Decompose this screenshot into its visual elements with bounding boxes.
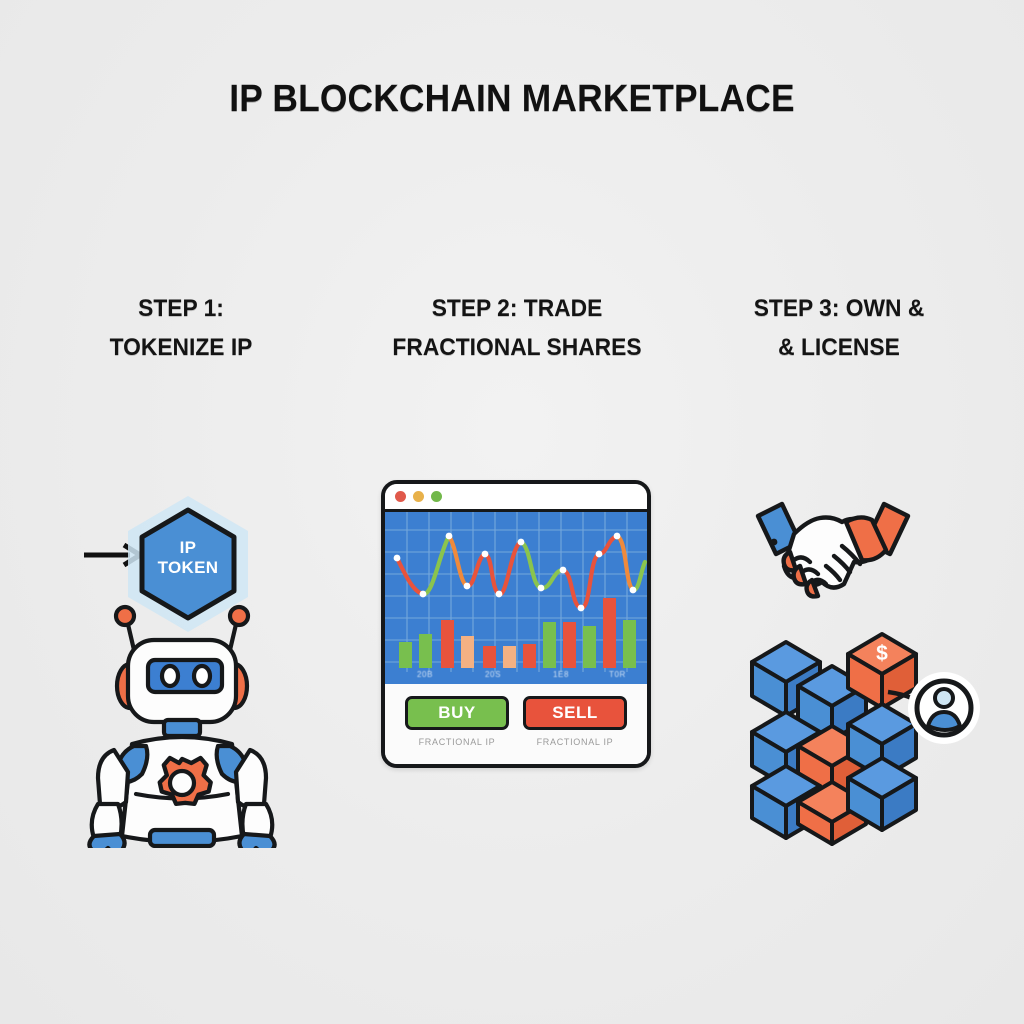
trading-window: 20B 20S 1E8 T0R BUY FRACTIONAL IP SELL F… xyxy=(381,479,651,768)
chart-x-tick-2: 20S xyxy=(485,669,502,679)
buy-action: BUY FRACTIONAL IP xyxy=(405,695,509,764)
step-2-heading: STEP 2: TRADE FRACTIONAL SHARES xyxy=(379,290,655,368)
volume-bars xyxy=(399,597,636,668)
step-2-heading-line-2: FRACTIONAL SHARES xyxy=(392,333,642,361)
step-1-heading-line-1: STEP 1: xyxy=(138,295,224,322)
step-3-column: STEP 3: OWN & & LICENSE xyxy=(708,290,980,860)
person-badge-icon xyxy=(908,671,980,744)
step-1-heading: STEP 1: TOKENIZE IP xyxy=(58,290,303,368)
price-chart: 20B 20S 1E8 T0R xyxy=(385,511,647,684)
window-maximize-dot[interactable] xyxy=(431,490,442,502)
buy-caption: FRACTIONAL IP xyxy=(418,736,496,747)
step-3-heading-line-2: & LICENSE xyxy=(778,333,900,361)
cube-blue-r3c3 xyxy=(846,755,918,832)
chart-x-tick-1: 20B xyxy=(417,669,434,679)
window-minimize-dot[interactable] xyxy=(413,490,424,502)
chart-x-tick-4: T0R xyxy=(609,669,626,679)
sell-caption: FRACTIONAL IP xyxy=(536,736,614,747)
sell-action: SELL FRACTIONAL IP xyxy=(523,695,627,764)
window-title-bar xyxy=(385,483,647,512)
trade-actions: BUY FRACTIONAL IP SELL FRACTIONAL IP xyxy=(385,683,647,764)
buy-button[interactable]: BUY xyxy=(405,695,509,730)
step-2-heading-line-1: STEP 2: TRADE xyxy=(431,295,603,322)
step-3-heading: STEP 3: OWN & & LICENSE xyxy=(715,290,964,368)
handshake-icon xyxy=(755,501,911,599)
step-3-artwork: $ xyxy=(708,390,980,860)
page-title: IP BLOCKCHAIN MARKETPLACE xyxy=(229,78,795,120)
blockchain-cubes-icon: $ xyxy=(750,631,980,846)
cube-orange-dollar: $ xyxy=(846,631,918,710)
robot-icon xyxy=(87,604,277,848)
chart-x-tick-3: 1E8 xyxy=(553,669,570,679)
cube-dollar-symbol: $ xyxy=(876,642,888,665)
step-1-heading-line-2: TOKENIZE IP xyxy=(109,333,253,361)
hexagon-token-icon: IP TOKEN xyxy=(124,494,252,634)
price-line-markers xyxy=(393,532,637,612)
window-close-dot[interactable] xyxy=(395,490,406,502)
step-2-column: STEP 2: TRADE FRACTIONAL SHARES xyxy=(372,290,662,868)
sell-button[interactable]: SELL xyxy=(523,695,627,730)
step-3-heading-line-1: STEP 3: OWN & xyxy=(753,295,925,322)
step-2-artwork: 20B 20S 1E8 T0R BUY FRACTIONAL IP SELL F… xyxy=(372,388,662,868)
step-1-column: STEP 1: TOKENIZE IP IP TOKEN xyxy=(52,290,310,860)
step-1-artwork: IP TOKEN xyxy=(52,390,310,860)
price-chart-svg xyxy=(385,511,647,684)
